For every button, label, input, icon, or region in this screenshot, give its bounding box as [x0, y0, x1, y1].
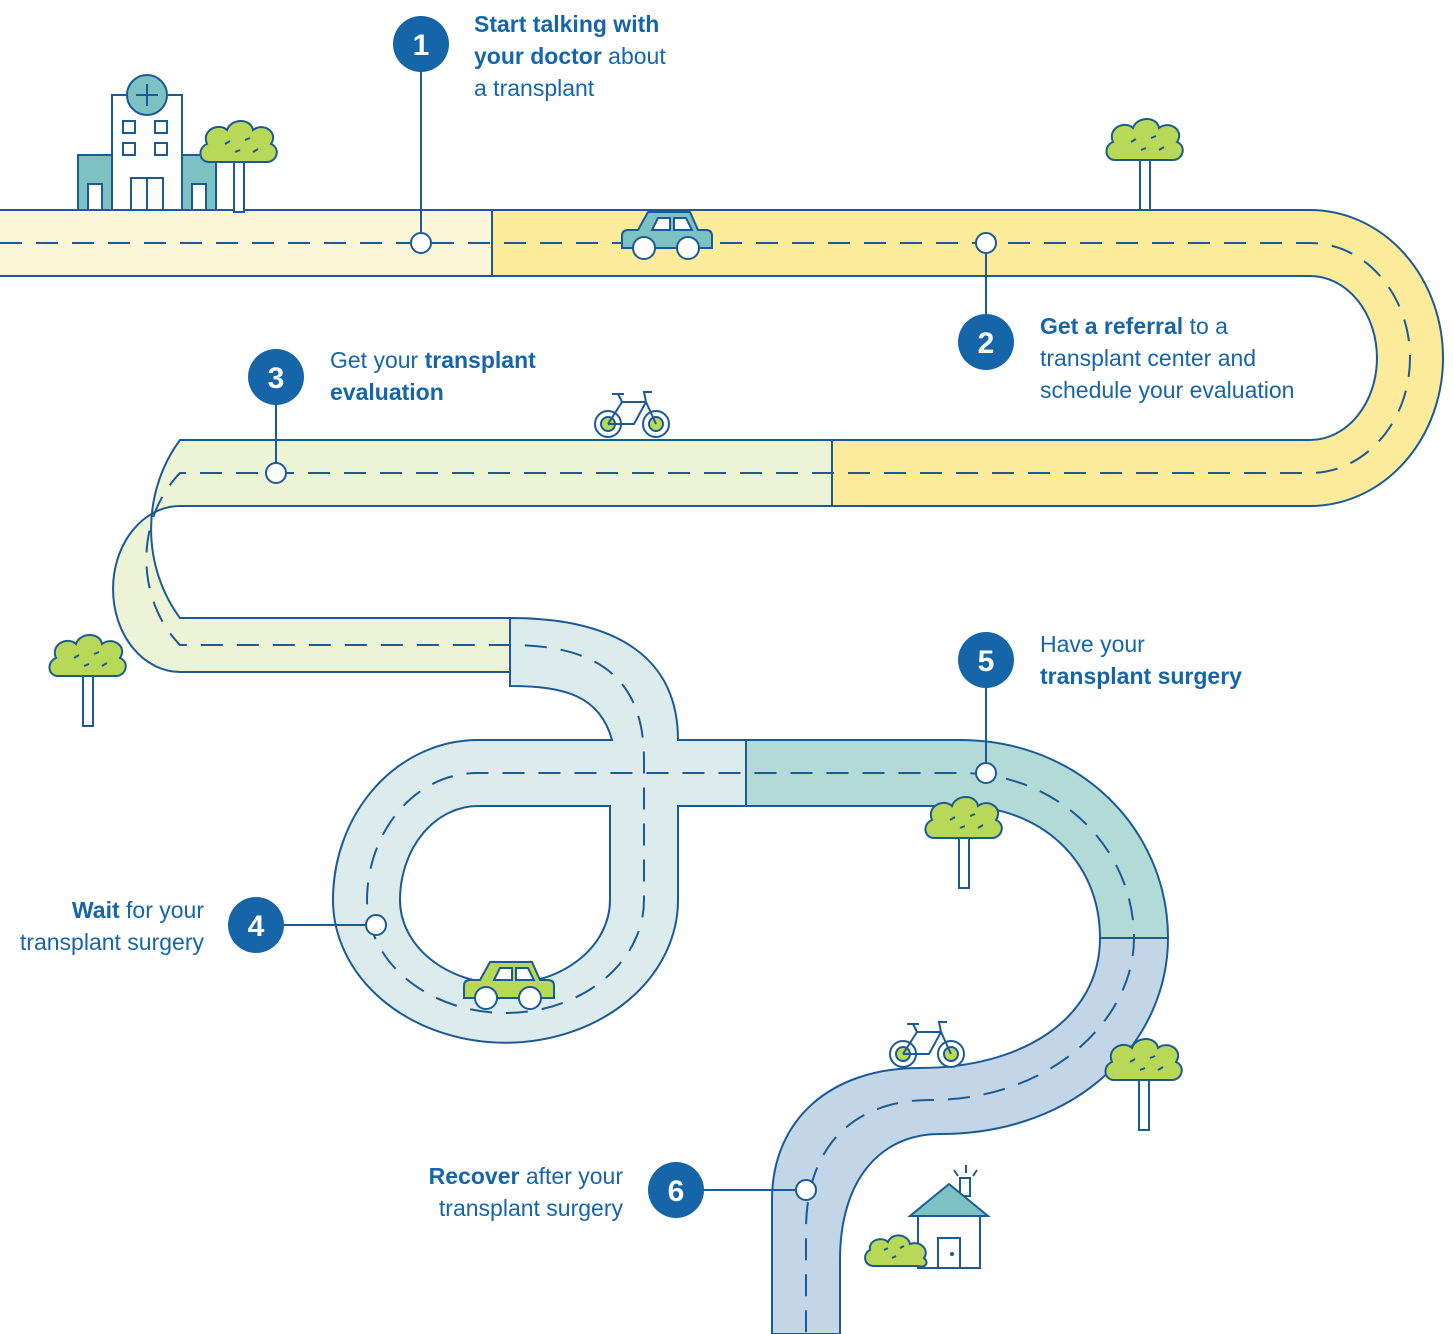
bicycle-icon — [594, 391, 670, 438]
step-3-label: Get your transplant evaluation — [330, 344, 536, 408]
step-5-bold: transplant surgery — [1040, 663, 1242, 689]
step-6-text-line2: transplant surgery — [438, 1195, 623, 1221]
hospital-icon — [77, 74, 217, 211]
step-6-bold: Recover — [428, 1163, 520, 1189]
step-3-bold-line1: transplant — [424, 347, 536, 373]
step-number-3: 3 — [268, 362, 285, 395]
house-icon — [907, 1165, 991, 1269]
step-marker-3: 3 — [248, 349, 304, 484]
step-6-text-line1: after your — [519, 1163, 623, 1189]
step-number-5: 5 — [978, 645, 995, 678]
road-center-dashes — [0, 242, 1411, 1334]
step-5-text-line1: Have your — [1040, 631, 1145, 657]
step-number-2: 2 — [978, 327, 995, 360]
road-segment-6 — [771, 937, 1170, 1334]
step-1-text-line2: about — [601, 43, 666, 69]
step-marker-5: 5 — [958, 632, 1014, 784]
road-segment-3 — [112, 439, 833, 673]
step-marker-1: 1 — [393, 16, 449, 254]
step-number-4: 4 — [248, 910, 265, 943]
step-4-label: Wait for your transplant surgery — [20, 894, 204, 958]
step-marker-4: 4 — [228, 897, 387, 953]
road-segment-4 — [331, 616, 747, 1044]
step-2-label: Get a referral to a transplant center an… — [1040, 310, 1294, 406]
tree-icon — [1105, 118, 1184, 211]
step-number-6: 6 — [668, 1175, 685, 1208]
step-1-label: Start talking with your doctor about a t… — [474, 8, 666, 104]
step-2-text-line2: transplant center and — [1040, 345, 1257, 371]
step-3-text-line1: Get your — [330, 347, 425, 373]
step-4-bold: Wait — [71, 897, 120, 923]
tree-icon — [48, 634, 127, 727]
step-1-bold-line1: Start talking with — [474, 11, 660, 37]
step-5-label: Have your transplant surgery — [1040, 628, 1242, 692]
road-segment-2 — [491, 209, 1444, 507]
step-number-1: 1 — [413, 29, 430, 62]
step-1-text-line3: a transplant — [474, 75, 595, 101]
tree-icon — [1104, 1038, 1183, 1131]
step-3-bold-line2: evaluation — [330, 379, 444, 405]
step-6-label: Recover after your transplant surgery — [429, 1160, 623, 1224]
tree-icon — [924, 796, 1003, 889]
step-4-text-line1: for your — [119, 897, 204, 923]
bicycle-icon — [889, 1021, 965, 1068]
step-2-text-line3: schedule your evaluation — [1040, 377, 1295, 403]
step-2-bold: Get a referral — [1040, 313, 1184, 339]
step-marker-6: 6 — [648, 1162, 817, 1218]
step-2-text-line1: to a — [1183, 313, 1228, 339]
step-4-text-line2: transplant surgery — [19, 929, 204, 955]
step-marker-2: 2 — [958, 232, 1014, 370]
bush-icon — [864, 1234, 928, 1268]
step-1-bold-line2: your doctor — [474, 43, 602, 69]
